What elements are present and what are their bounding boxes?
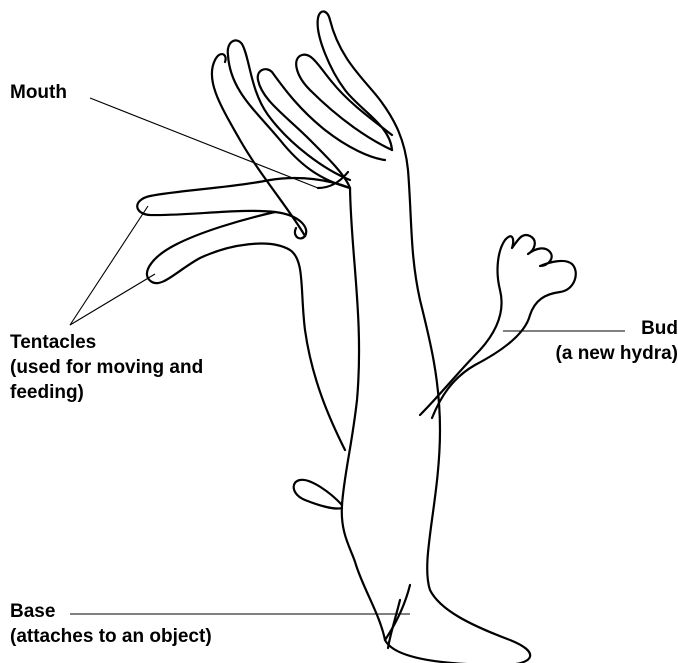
hydra-base-side — [388, 600, 400, 648]
label-base: Base (attaches to an object) — [10, 599, 212, 649]
label-bud-line-1: Bud — [520, 316, 678, 341]
label-base-line-2: (attaches to an object) — [10, 624, 212, 649]
label-bud: Bud (a new hydra) — [520, 316, 678, 366]
label-bud-line-2: (a new hydra) — [520, 341, 678, 366]
leader-tentacles-lower — [70, 274, 155, 325]
leader-tentacles-upper — [70, 206, 148, 325]
tentacle-right-inner — [296, 55, 392, 150]
tentacle-tall-left — [228, 40, 350, 188]
label-tentacles-line-2: (used for moving and — [10, 355, 203, 380]
label-tentacles: Tentacles (used for moving and feeding) — [10, 330, 203, 405]
label-tentacles-line-1: Tentacles — [10, 330, 203, 355]
hydra-body-outline — [318, 11, 531, 663]
label-mouth-line-1: Mouth — [10, 80, 67, 105]
label-tentacles-line-3: feeding) — [10, 380, 203, 405]
label-base-line-1: Base — [10, 599, 212, 624]
label-mouth: Mouth — [10, 80, 67, 105]
tentacle-mid — [258, 69, 385, 188]
hydra-side-bump — [294, 480, 342, 509]
